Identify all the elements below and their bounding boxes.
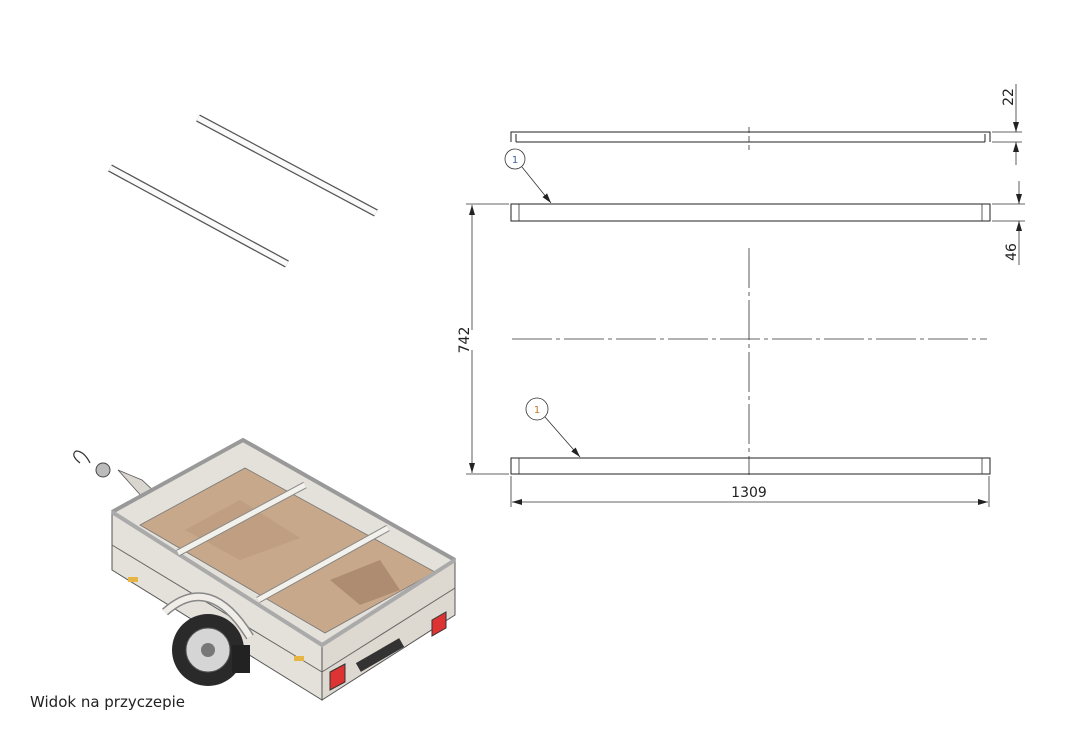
- svg-text:1: 1: [534, 405, 540, 416]
- license-plate-holder: [355, 638, 405, 672]
- dimension-length: 1309: [510, 476, 990, 507]
- tail-light-left: [329, 663, 346, 691]
- view-caption: Widok na przyczepie: [30, 693, 185, 711]
- iso-bar-a: [196, 114, 378, 217]
- dimension-742: 742: [457, 327, 473, 354]
- fender: [162, 592, 254, 640]
- safety-cable: [73, 450, 91, 464]
- bar-side-view: [510, 127, 991, 150]
- crossbar-front: [176, 481, 307, 557]
- balloon-1-lower: 1: [525, 397, 581, 458]
- mudflap: [232, 645, 250, 673]
- reflector: [128, 577, 138, 582]
- crossbar-rear: [256, 524, 390, 604]
- svg-text:1: 1: [512, 155, 518, 166]
- dimension-thickness: 22: [992, 84, 1022, 165]
- dimension-22: 22: [1001, 88, 1017, 106]
- bar-top-upper: [510, 203, 991, 222]
- tail-light-right: [431, 611, 447, 637]
- trailer-illustration: [73, 437, 457, 701]
- bar-top-lower: [510, 457, 991, 475]
- iso-bar-b: [108, 164, 289, 268]
- dimension-46: 46: [1004, 243, 1020, 261]
- balloon-1-upper: 1: [504, 148, 552, 204]
- dimension-spacing: 742: [457, 203, 509, 475]
- center-lines: [512, 248, 987, 475]
- reflector: [294, 656, 304, 661]
- coupling-head: [95, 462, 111, 478]
- dimension-width: 46: [992, 181, 1025, 265]
- wheel: [172, 614, 244, 686]
- dimension-1309: 1309: [731, 485, 767, 501]
